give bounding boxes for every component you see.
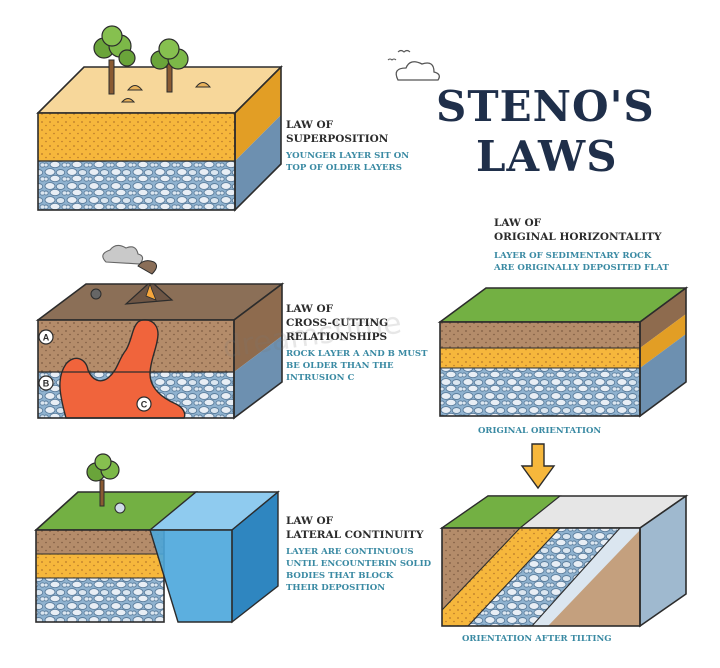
- law-desc-line: BE OLDER THAN THE: [286, 361, 394, 371]
- law-superposition-description: YOUNGER LAYER SIT ON TOP OF OLDER LAYERS: [286, 150, 409, 174]
- superposition-block: [36, 25, 283, 212]
- law-desc-line: LAYER ARE CONTINUOUS: [286, 547, 414, 557]
- marker-b: B: [38, 375, 54, 391]
- law-title-line: LAW OF: [286, 119, 334, 131]
- marker-a: A: [38, 329, 54, 345]
- law-desc-line: LAYER OF SEDIMENTARY ROCK: [494, 251, 652, 261]
- page-title-line-1: STENO'S: [436, 82, 655, 131]
- marker-b-label: B: [43, 379, 50, 389]
- law-horizontality-title: LAW OF ORIGINAL HORIZONTALITY: [494, 216, 662, 244]
- page-title-line-2: LAWS: [476, 132, 618, 181]
- cloud-icon: [387, 49, 440, 81]
- law-title-line: LAW OF: [494, 217, 542, 229]
- law-title-line: LATERAL CONTINUITY: [286, 529, 424, 541]
- tilted-orientation-block: [439, 494, 689, 628]
- law-desc-line: THEIR DEPOSITION: [286, 583, 386, 593]
- law-desc-line: YOUNGER LAYER SIT ON: [286, 151, 410, 161]
- law-cross-cutting-description: ROCK LAYER A AND B MUST BE OLDER THAN TH…: [286, 348, 428, 384]
- tree-icon: [86, 453, 120, 507]
- law-horizontality-description: LAYER OF SEDIMENTARY ROCK ARE ORIGINALLY…: [494, 250, 669, 274]
- law-desc-line: BODIES THAT BLOCK: [286, 571, 394, 581]
- law-desc-line: ARE ORIGINALLY DEPOSITED FLAT: [494, 263, 669, 273]
- arrow-down-icon: [520, 443, 556, 490]
- law-cross-cutting-title: LAW OF CROSS-CUTTING RELATIONSHIPS: [286, 302, 388, 344]
- law-desc-line: ROCK LAYER A AND B MUST: [286, 349, 428, 359]
- law-title-line: CROSS-CUTTING: [286, 317, 389, 329]
- original-orientation-block: [437, 286, 689, 418]
- marker-c-label: C: [141, 400, 148, 410]
- law-title-line: LAW OF: [286, 303, 334, 315]
- law-title-line: RELATIONSHIPS: [286, 331, 388, 343]
- law-title-line: LAW OF: [286, 515, 334, 527]
- law-lateral-continuity-description: LAYER ARE CONTINUOUS UNTIL ENCOUNTERIN S…: [286, 546, 431, 594]
- marker-c: C: [136, 396, 152, 412]
- tree-icon: [150, 38, 189, 93]
- law-desc-line: UNTIL ENCOUNTERIN SOLID: [286, 559, 432, 569]
- law-desc-line: TOP OF OLDER LAYERS: [286, 163, 402, 173]
- lateral-continuity-block: [33, 453, 280, 624]
- law-title-line: SUPERPOSITION: [286, 133, 389, 145]
- caption-original-orientation: ORIGINAL ORIENTATION: [478, 426, 602, 436]
- caption-after-tilting: ORIENTATION AFTER TILTING: [462, 634, 612, 644]
- tree-icon: [93, 25, 136, 95]
- law-superposition-title: LAW OF SUPERPOSITION: [286, 118, 388, 146]
- law-desc-line: INTRUSION C: [286, 373, 355, 383]
- law-title-line: ORIGINAL HORIZONTALITY: [494, 231, 662, 243]
- cross-cutting-block: [35, 244, 285, 420]
- law-lateral-continuity-title: LAW OF LATERAL CONTINUITY: [286, 514, 423, 542]
- marker-a-label: A: [43, 333, 50, 343]
